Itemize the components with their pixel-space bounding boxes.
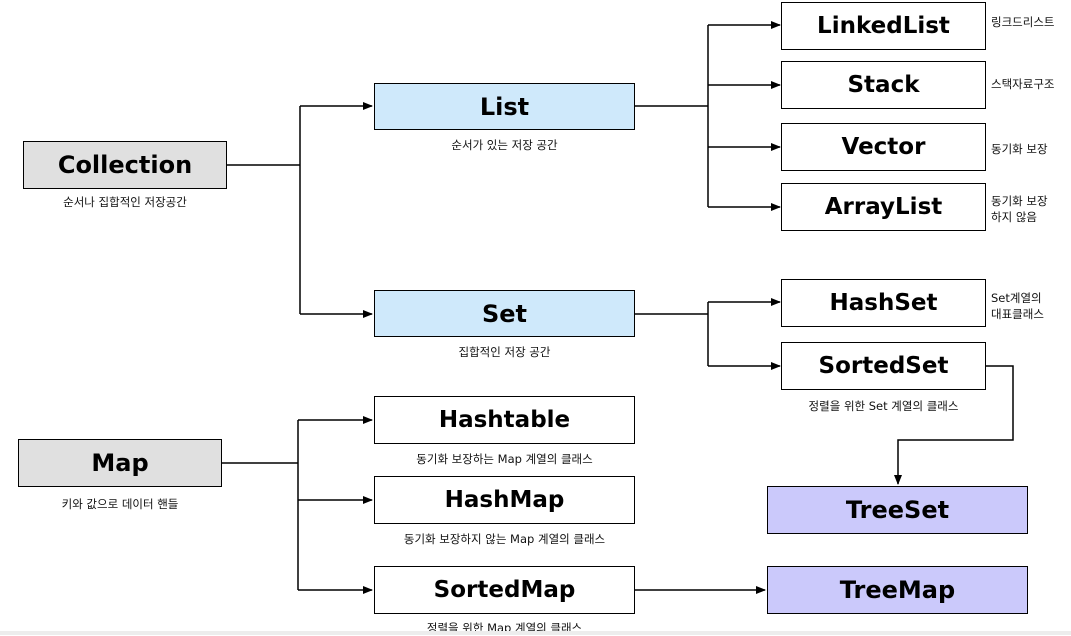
hashmap-caption: 동기화 보장하지 않는 Map 계열의 클래스: [403, 532, 606, 546]
map-caption: 키와 값으로 데이터 핸들: [61, 497, 179, 511]
map-node: Map: [18, 439, 222, 487]
sortedset-caption: 정렬을 위한 Set 계열의 클래스: [808, 399, 959, 413]
arraylist-note: 동기화 보장 하지 않음: [991, 194, 1048, 224]
list-node: List: [374, 83, 635, 130]
set-caption: 집합적인 저장 공간: [458, 345, 551, 359]
linkedlist-node: LinkedList: [781, 2, 986, 50]
hashset-node: HashSet: [781, 279, 986, 327]
hashmap-node: HashMap: [374, 476, 635, 524]
collection-caption: 순서나 집합적인 저장공간: [63, 195, 187, 209]
vector-node: Vector: [781, 123, 986, 171]
list-caption: 순서가 있는 저장 공간: [451, 138, 558, 152]
stack-note: 스택자료구조: [991, 77, 1055, 91]
hashtable-caption: 동기화 보장하는 Map 계열의 클래스: [416, 452, 593, 466]
treemap-node: TreeMap: [767, 566, 1028, 614]
sortedset-node: SortedSet: [781, 342, 986, 390]
linkedlist-note: 링크드리스트: [991, 15, 1055, 29]
bottom-strip: [0, 631, 1071, 635]
hashset-note: Set계열의 대표클래스: [991, 291, 1044, 321]
stack-node: Stack: [781, 61, 986, 109]
set-node: Set: [374, 290, 635, 337]
vector-note: 동기화 보장: [991, 142, 1048, 156]
arraylist-node: ArrayList: [781, 183, 986, 231]
sortedmap-node: SortedMap: [374, 566, 635, 614]
treeset-node: TreeSet: [767, 486, 1028, 534]
hashtable-node: Hashtable: [374, 396, 635, 444]
collection-node: Collection: [23, 141, 227, 189]
